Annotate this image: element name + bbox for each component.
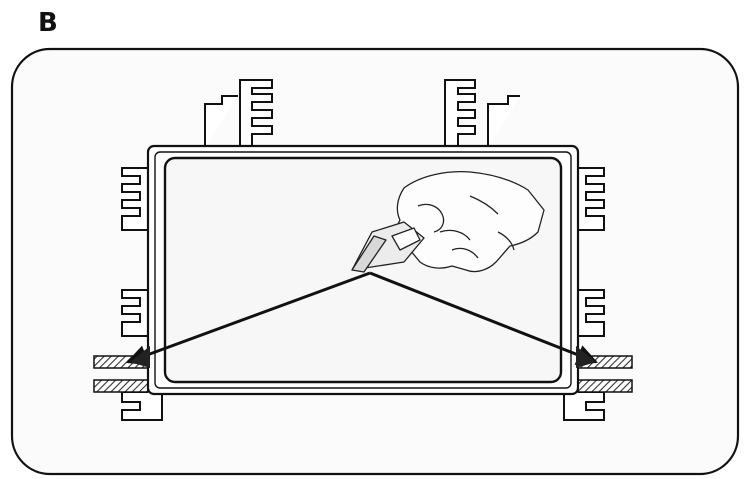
mounting-bracket-icon: [563, 167, 605, 421]
step-label: B: [38, 8, 59, 38]
arrow-left: [126, 271, 371, 366]
panel-inner-border: [154, 151, 572, 389]
mounting-bracket-icon: [121, 167, 163, 421]
right-cut-mark: [576, 346, 596, 368]
hand-icon: [393, 170, 545, 273]
mounting-bracket-icon: [444, 79, 520, 148]
left-cut-mark: [130, 346, 150, 368]
arrow-right: [369, 271, 598, 365]
utility-knife-icon: [351, 221, 425, 273]
mounting-bracket-icon: [204, 79, 273, 148]
